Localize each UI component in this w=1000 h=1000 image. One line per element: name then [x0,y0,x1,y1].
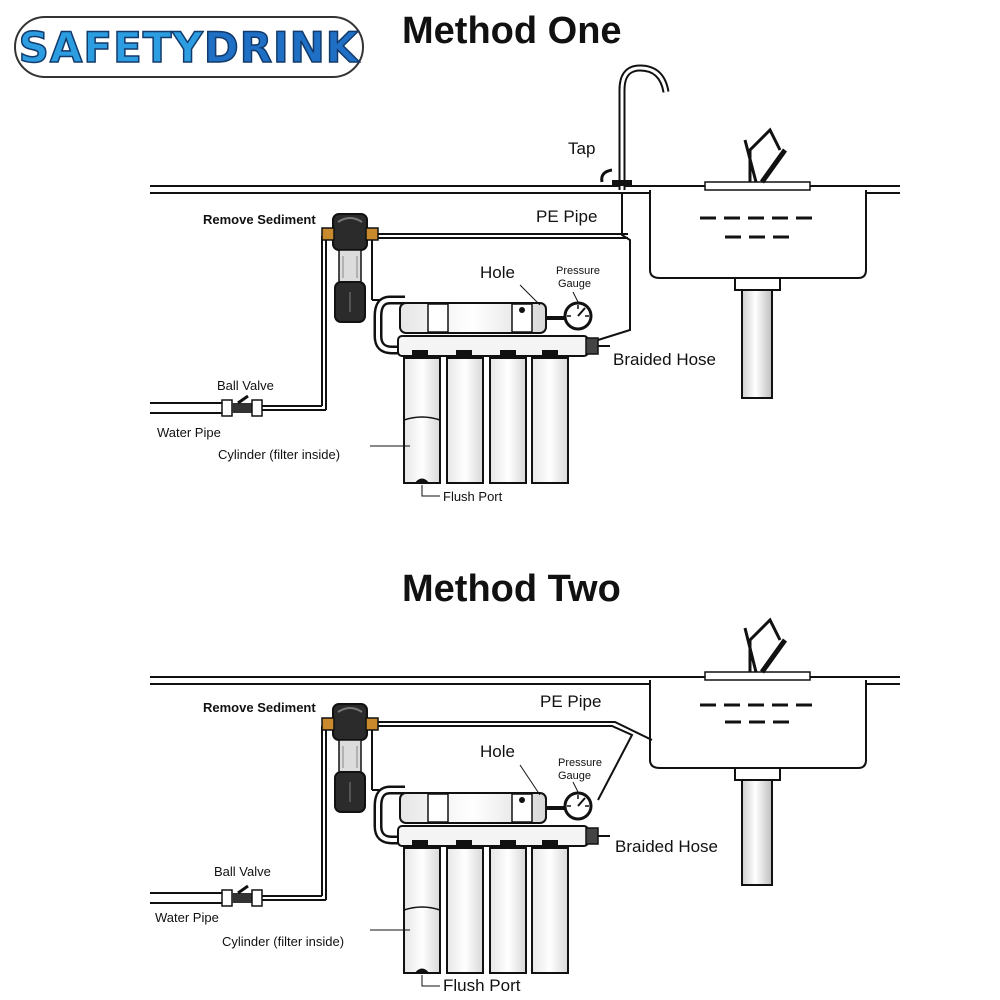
method-two-diagram: PE Pipe Remove Sediment Hole Pressure Ga… [148,617,900,995]
pe-pipe-line [378,721,653,741]
brand-part-1: SAFETY [18,22,204,73]
method-one-title: Method One [402,10,622,52]
sediment-filter-icon [321,213,379,323]
filter-unit-icon [378,300,598,483]
tap-icon [618,64,670,190]
flush-port-label: Flush Port [443,489,503,504]
pe-pipe-line [597,193,631,341]
method-one-diagram: Tap PE Pipe Remove Sediment Hole Pressur… [148,64,900,504]
remove-sediment-label: Remove Sediment [203,212,316,227]
flush-port-label: Flush Port [443,976,521,995]
ball-valve-label: Ball Valve [217,378,274,393]
tap-label: Tap [568,139,595,158]
pressure-gauge-label-1: Pressure [558,757,602,769]
cylinder-label: Cylinder (filter inside) [218,447,340,462]
hole-label: Hole [480,263,515,282]
pe-pipe-label: PE Pipe [540,692,601,711]
pe-pipe-label: PE Pipe [536,207,597,226]
drain-pipe [741,289,773,399]
ball-valve-icon [148,724,328,908]
pressure-gauge-label-2: Gauge [558,770,591,782]
braided-hose-label: Braided Hose [615,837,718,856]
pressure-gauge-label-2: Gauge [558,278,591,290]
pressure-gauge-label-1: Pressure [556,265,600,277]
sink-faucet-icon [748,127,782,182]
brand-part-2: DRINK [203,22,360,73]
hole-label: Hole [480,742,515,761]
ball-valve-label: Ball Valve [214,864,271,879]
cylinder-label: Cylinder (filter inside) [222,934,344,949]
braided-hose-label: Braided Hose [613,350,716,369]
sediment-filter-icon [321,703,379,813]
remove-sediment-label: Remove Sediment [203,700,316,715]
water-pipe-label: Water Pipe [157,425,221,440]
sink-faucet-icon [748,617,782,672]
filter-unit-icon [378,790,598,973]
sink-basin [649,680,867,769]
drain-pipe [741,779,773,886]
method-two-title: Method Two [402,568,621,610]
water-pipe-label: Water Pipe [155,910,219,925]
sink-basin [649,190,867,279]
